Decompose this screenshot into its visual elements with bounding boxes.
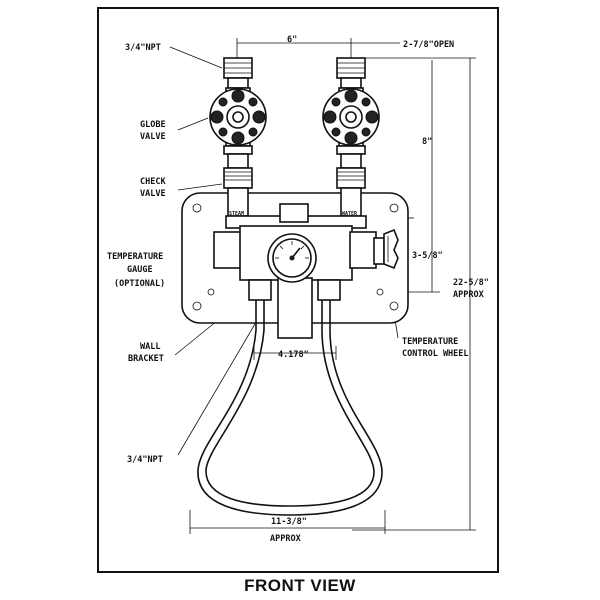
label-npt-bottom: 3/4"NPT xyxy=(127,455,163,465)
label-dim-2258-2: APPROX xyxy=(453,290,484,300)
label-check-valve-2: VALVE xyxy=(140,189,166,199)
label-temp-wheel-2: CONTROL WHEEL xyxy=(402,349,469,359)
figure-caption: FRONT VIEW xyxy=(244,576,356,595)
label-temp-gauge-1: TEMPERATURE xyxy=(107,252,163,262)
label-npt-top: 3/4"NPT xyxy=(125,43,161,53)
flexible-hose xyxy=(197,300,383,516)
drawing-border xyxy=(97,7,499,573)
label-water: WATER xyxy=(342,211,358,217)
temperature-control-wheel[interactable] xyxy=(373,228,399,270)
temperature-gauge xyxy=(267,233,317,283)
label-dim-4178: 4.178" xyxy=(278,350,309,360)
label-temp-wheel-1: TEMPERATURE xyxy=(402,337,458,347)
label-dim-358: 3-5/8" xyxy=(412,251,443,261)
label-dim-8: 8" xyxy=(422,137,432,147)
label-wall-bracket-2: BRACKET xyxy=(128,354,164,364)
label-check-valve-1: CHECK xyxy=(140,177,166,187)
label-dim-2258-1: 22-5/8" xyxy=(453,278,489,288)
label-globe-valve-1: GLOBE xyxy=(140,120,166,130)
label-globe-valve-2: VALVE xyxy=(140,132,166,142)
label-dim-1138-1: 11-3/8" xyxy=(271,517,307,527)
label-temp-gauge-3: (OPTIONAL) xyxy=(114,279,165,289)
labels: 3/4"NPT 6" 2-7/8"OPEN GLOBE VALVE 8" CHE… xyxy=(107,35,489,544)
label-dim-6: 6" xyxy=(287,35,297,45)
label-wall-bracket-1: WALL xyxy=(140,342,160,352)
label-steam: STEAM xyxy=(229,211,244,217)
label-dim-open: 2-7/8"OPEN xyxy=(403,40,454,50)
globe-valve-handwheel-right[interactable] xyxy=(322,88,380,146)
label-temp-gauge-2: GAUGE xyxy=(127,265,153,275)
label-dim-1138-2: APPROX xyxy=(270,534,301,544)
mixing-valve-body xyxy=(213,203,377,339)
globe-valve-handwheel-left[interactable] xyxy=(209,88,267,146)
